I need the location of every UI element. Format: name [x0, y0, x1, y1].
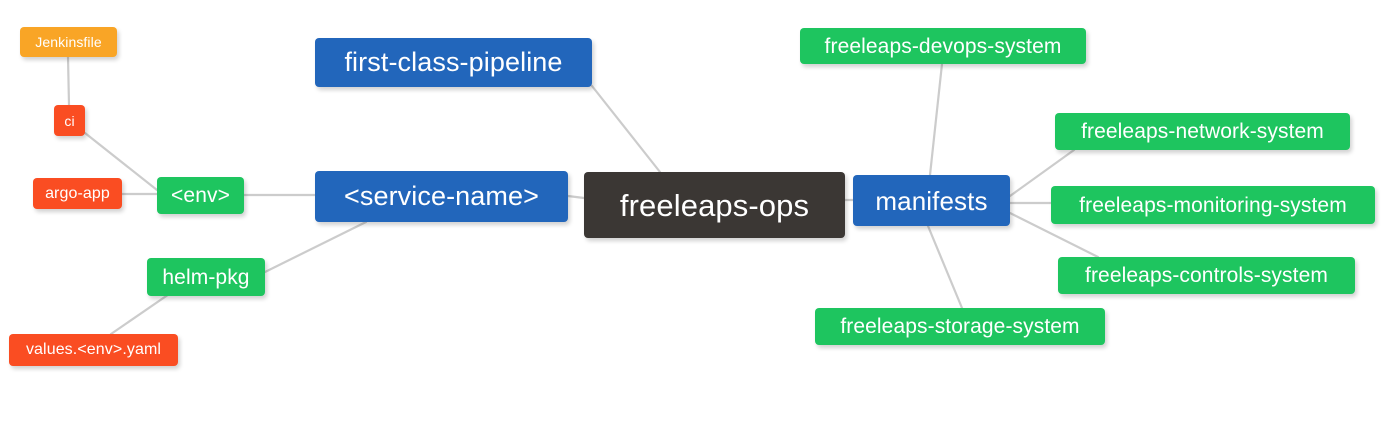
node-freeleaps-storage-system[interactable]: freeleaps-storage-system: [815, 308, 1105, 345]
node-label: argo-app: [45, 184, 110, 202]
node-env[interactable]: <env>: [157, 177, 244, 214]
node-argo-app[interactable]: argo-app: [33, 178, 122, 209]
node-label: freeleaps-network-system: [1081, 120, 1324, 143]
node-label: freeleaps-storage-system: [840, 315, 1080, 338]
edge-ci-jenkinsfile: [66, 55, 71, 107]
node-manifests[interactable]: manifests: [853, 175, 1010, 226]
node-service-name[interactable]: <service-name>: [315, 171, 568, 222]
edge-root-pipeline: [590, 84, 662, 174]
node-label: <service-name>: [344, 181, 539, 211]
node-values-env-yaml[interactable]: values.<env>.yaml: [9, 334, 178, 366]
node-label: Jenkinsfile: [35, 34, 102, 50]
node-label: freeleaps-devops-system: [824, 34, 1062, 58]
edge-helmpkg-values: [109, 288, 177, 336]
edge-manifests-devops: [928, 62, 944, 177]
edge-servicename-helmpkg: [263, 220, 368, 274]
node-label: values.<env>.yaml: [25, 341, 162, 358]
edge-root-servicename: [566, 194, 586, 200]
node-freeleaps-ops[interactable]: freeleaps-ops: [584, 172, 845, 238]
node-jenkinsfile[interactable]: Jenkinsfile: [20, 27, 117, 57]
node-ci[interactable]: ci: [54, 105, 85, 136]
node-label: freeleaps-monitoring-system: [1079, 193, 1347, 217]
node-freeleaps-controls-system[interactable]: freeleaps-controls-system: [1058, 257, 1355, 294]
node-freeleaps-monitoring-system[interactable]: freeleaps-monitoring-system: [1051, 186, 1375, 224]
node-label: ci: [64, 112, 75, 129]
node-label: <env>: [171, 184, 230, 207]
node-helm-pkg[interactable]: helm-pkg: [147, 258, 265, 296]
node-label: helm-pkg: [162, 265, 250, 289]
node-first-class-pipeline[interactable]: first-class-pipeline: [315, 38, 592, 87]
node-label: freeleaps-controls-system: [1085, 264, 1328, 287]
node-label: first-class-pipeline: [344, 47, 563, 77]
node-freeleaps-devops-system[interactable]: freeleaps-devops-system: [800, 28, 1086, 64]
node-freeleaps-network-system[interactable]: freeleaps-network-system: [1055, 113, 1350, 150]
node-label: freeleaps-ops: [619, 187, 810, 223]
edge-manifests-storage: [926, 224, 964, 310]
node-label: manifests: [875, 185, 988, 216]
